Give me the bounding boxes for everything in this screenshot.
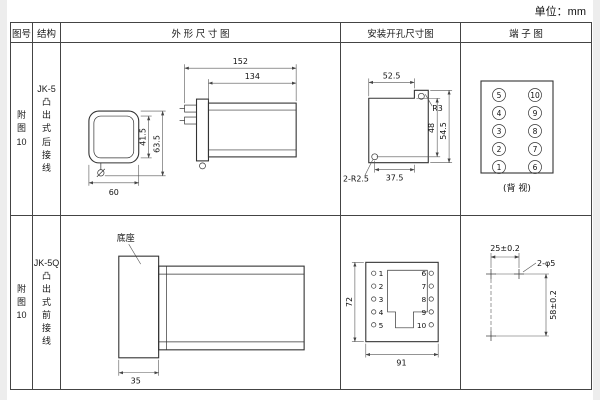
terminal-6: 6 <box>533 163 538 172</box>
row1-fig-label: 附 图 10 <box>11 43 33 216</box>
header-fig-number: 图号 <box>11 23 33 43</box>
base-label: 底座 <box>117 232 135 244</box>
jk5-front-view <box>88 110 140 177</box>
row2-structure-label: JK-5Q 凸 出 式 前 接 线 <box>33 216 61 389</box>
hole-spacing-dims: 25±0.2 2-φ5 58±0.2 <box>490 244 558 337</box>
dim-58-label: 58±0.2 <box>549 290 558 320</box>
dim-37-5-label: 37.5 <box>386 173 404 182</box>
drawing-table: 图号 结构 外 形 尺 寸 图 安装开孔尺寸图 端 子 图 附 图 10 JK-… <box>10 22 592 390</box>
hole-7: 7 <box>422 282 427 291</box>
dim-54-5-label: 54.5 <box>439 122 448 140</box>
hole-2: 2 <box>379 282 384 291</box>
row1-terminal-cell: 5 4 3 2 1 10 9 8 7 6 (背 视) <box>461 43 591 216</box>
hole-6: 6 <box>422 269 427 278</box>
jk5q-holes-right: 6 7 8 9 10 <box>417 269 434 330</box>
row1-outline-cell: 60 41.5 63.5 <box>61 43 341 216</box>
terminal-left-column: 5 4 3 2 1 <box>492 87 506 174</box>
holes-2phi5-label: 2-φ5 <box>537 259 555 268</box>
jk5q-holes-left: 1 2 3 4 5 <box>371 269 384 330</box>
jk5q-install-dims: 72 91 <box>345 262 439 367</box>
jk5-front-dims: 60 41.5 63.5 <box>88 110 166 196</box>
jk5-side-view <box>179 98 297 169</box>
terminal-1: 1 <box>497 163 502 172</box>
dim-63-5-label: 63.5 <box>153 135 162 153</box>
jk5q-side-view <box>118 255 305 359</box>
header-structure: 结构 <box>33 23 61 43</box>
row1-install-cell: 52.5 R3 48 54.5 37.5 2-R2.5 <box>341 43 461 216</box>
dim-72-label: 72 <box>345 297 354 307</box>
terminal-2: 2 <box>497 145 502 154</box>
dim-60-label: 60 <box>109 187 119 196</box>
hole-cross-marks <box>486 269 524 341</box>
terminal-8: 8 <box>533 127 538 136</box>
jk5q-terminal-svg: 25±0.2 2-φ5 58±0.2 <box>486 244 558 341</box>
header-outline-dims: 外 形 尺 寸 图 <box>61 23 341 43</box>
jk5q-cutout-shape <box>365 261 439 343</box>
hole-4: 4 <box>379 308 384 317</box>
terminal-9: 9 <box>533 109 538 118</box>
dim-48-label: 48 <box>427 122 436 132</box>
base-leader-line <box>128 244 141 265</box>
dim-152-label: 152 <box>233 57 248 66</box>
hole-9: 9 <box>422 308 427 317</box>
hole-10: 10 <box>417 321 427 330</box>
dim-41-5-label: 41.5 <box>139 128 148 146</box>
hole-1: 1 <box>379 269 384 278</box>
terminal-3: 3 <box>497 127 502 136</box>
r3-label: R3 <box>432 104 443 113</box>
jk5-cutout-dims: 52.5 R3 48 54.5 37.5 2-R2.5 <box>343 71 453 183</box>
dim-52-5-label: 52.5 <box>383 71 401 80</box>
row1-structure-label: JK-5 凸 出 式 后 接 线 <box>33 43 61 216</box>
page-edge-right <box>593 0 600 400</box>
dim-25-label: 25±0.2 <box>490 244 520 253</box>
jk5-outline-svg: 60 41.5 63.5 <box>88 57 297 196</box>
jk5q-install-svg: 1 2 3 4 5 6 7 8 9 10 72 <box>345 261 439 367</box>
page-edge-left <box>0 0 7 400</box>
dim-35-label: 35 <box>131 377 141 386</box>
terminal-4: 4 <box>497 109 502 118</box>
dim-91-label: 91 <box>396 358 406 367</box>
hole-3: 3 <box>379 295 384 304</box>
row2-terminal-cell: 25±0.2 2-φ5 58±0.2 <box>461 216 591 389</box>
jk5-cutout-shape <box>368 89 429 163</box>
terminal-right-column: 10 9 8 7 6 <box>528 87 542 174</box>
row2-fig-label: 附 图 10 <box>11 216 33 389</box>
dim-134-label: 134 <box>245 72 260 81</box>
hole-8: 8 <box>422 295 427 304</box>
hole-5: 5 <box>379 321 384 330</box>
terminal-7: 7 <box>533 145 538 154</box>
header-terminal-diagram: 端 子 图 <box>461 23 591 43</box>
jk5-side-dims: 134 152 <box>184 57 297 103</box>
rear-view-caption: (背 视) <box>503 182 531 194</box>
terminal-block-outline <box>480 79 554 174</box>
holes-2r25-label: 2-R2.5 <box>343 174 369 183</box>
terminal-10: 10 <box>530 91 540 100</box>
terminal-5: 5 <box>497 91 502 100</box>
unit-label: 单位：mm <box>534 6 586 18</box>
jk5-install-svg: 52.5 R3 48 54.5 37.5 2-R2.5 <box>343 71 453 183</box>
jk5q-outline-svg: 底座 35 <box>117 232 305 386</box>
row2-install-cell: 1 2 3 4 5 6 7 8 9 10 72 <box>341 216 461 389</box>
row2-outline-cell: 底座 35 <box>61 216 341 389</box>
jk5q-dims: 35 <box>118 359 159 386</box>
jk5-terminal-svg: 5 4 3 2 1 10 9 8 7 6 (背 视) <box>480 79 554 194</box>
header-install-dims: 安装开孔尺寸图 <box>341 23 461 43</box>
